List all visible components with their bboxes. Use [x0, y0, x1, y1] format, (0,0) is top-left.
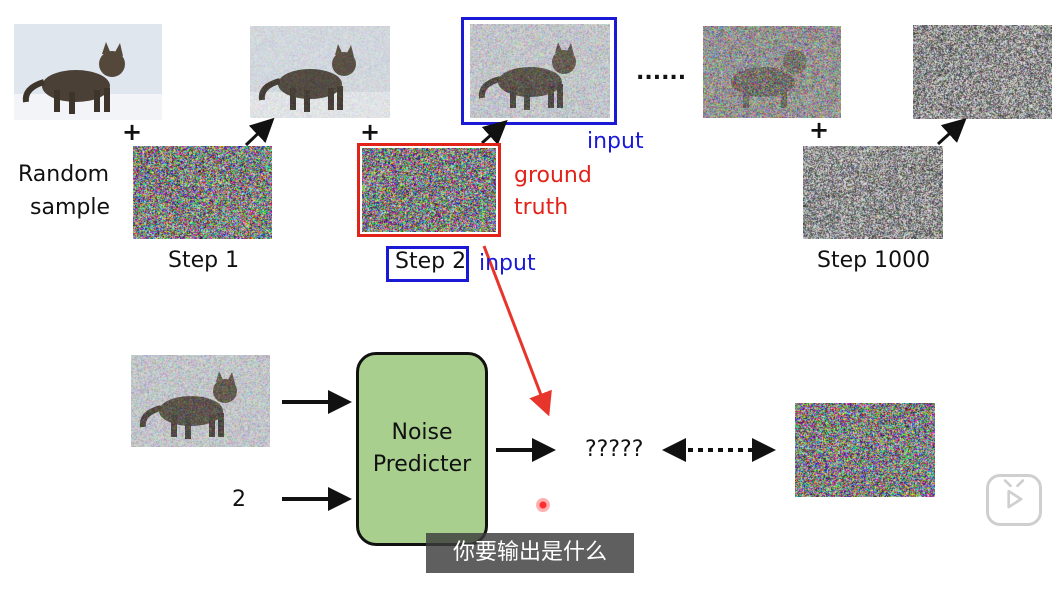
plus-sign: +	[809, 116, 830, 144]
ellipsis: ......	[636, 60, 687, 85]
noisy-cat-input-image	[131, 355, 270, 447]
input-label-top: input	[587, 129, 644, 154]
input-label-step2: input	[479, 251, 536, 276]
plus-sign: +	[122, 118, 143, 146]
noise-predicter-label-2: Predicter	[372, 452, 472, 477]
ground-truth-label-1: ground	[514, 163, 592, 188]
play-button[interactable]	[986, 474, 1042, 526]
noise-predicter-block: Noise Predicter	[356, 352, 488, 546]
step2-label: Step 2	[395, 249, 467, 274]
random-sample-label-1: Random	[18, 162, 110, 187]
step-number-input: 2	[232, 487, 246, 512]
plus-sign: +	[360, 118, 381, 146]
step1-label: Step 1	[168, 248, 240, 273]
arrow-step1	[244, 117, 275, 147]
cat-image-clean	[14, 24, 162, 120]
video-subtitle: 你要输出是什么	[426, 533, 634, 573]
noise-overlay	[470, 24, 610, 118]
noise-predicter-label-1: Noise	[391, 420, 453, 445]
cat-image-step1	[250, 26, 390, 118]
noise-overlay	[131, 355, 270, 447]
cat-image-step2	[470, 24, 610, 118]
random-sample-label-2: sample	[30, 195, 110, 220]
input-highlight-box-top	[461, 17, 617, 125]
step1000-label: Step 1000	[817, 248, 931, 273]
arrow-step1000	[936, 117, 967, 146]
noise-image-step1	[133, 146, 272, 239]
noise-image-step1000	[803, 146, 943, 239]
arrow-step2	[480, 119, 508, 145]
step2-highlight-box	[386, 246, 469, 282]
laser-pointer-dot	[536, 498, 550, 512]
cat-image-step999	[703, 26, 841, 118]
noise-overlay	[703, 26, 841, 118]
pure-noise-image-step1000-output	[913, 25, 1052, 119]
noise-image-step2	[362, 148, 496, 232]
ground-truth-highlight-box	[357, 143, 501, 237]
ground-truth-label-2: truth	[514, 195, 569, 220]
question-marks: ?????	[585, 437, 644, 462]
play-icon	[1003, 479, 1025, 509]
noise-image-target	[795, 403, 935, 497]
noise-overlay	[250, 26, 390, 118]
cat-photo	[14, 24, 162, 120]
